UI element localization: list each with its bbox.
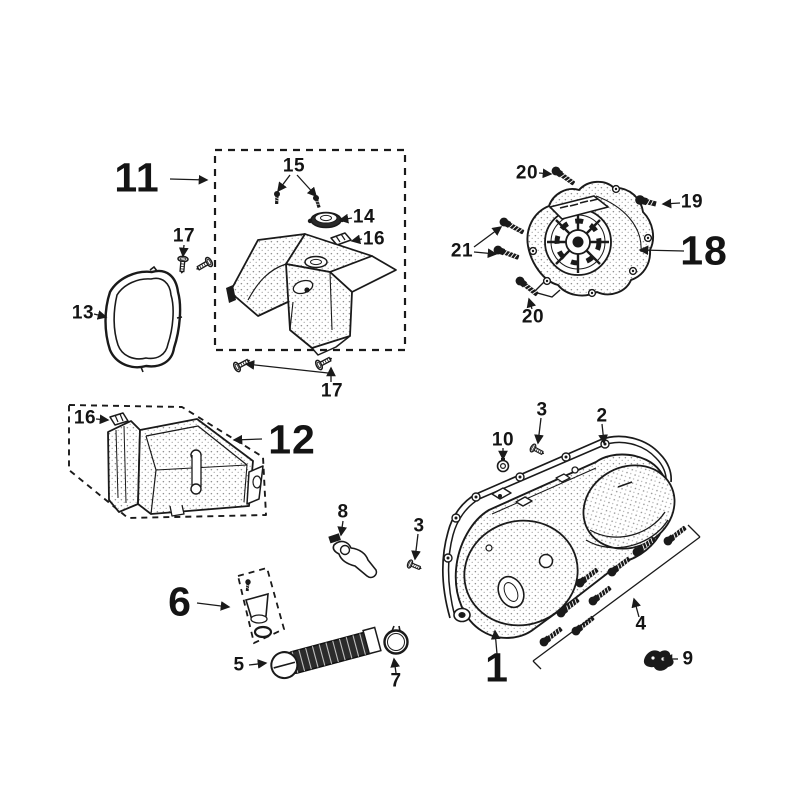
lever-8-drawing bbox=[328, 533, 378, 579]
callout-16-lower[interactable]: 16 bbox=[73, 407, 97, 429]
clip-9-drawing bbox=[643, 650, 674, 671]
callout-18[interactable]: 18 bbox=[680, 227, 728, 274]
gasket-2-drawing bbox=[442, 435, 672, 619]
duct-cover-12-drawing bbox=[68, 404, 267, 519]
callout-14[interactable]: 14 bbox=[352, 206, 376, 228]
fan-cover-18-drawing bbox=[491, 164, 657, 299]
callout-1[interactable]: 1 bbox=[485, 644, 509, 691]
gasket-13-drawing bbox=[104, 265, 183, 373]
callout-20-bottom[interactable]: 20 bbox=[521, 306, 545, 328]
breather-6-drawing bbox=[236, 566, 286, 645]
callout-10[interactable]: 10 bbox=[491, 429, 515, 451]
bolt-3-mid-drawing bbox=[405, 558, 424, 574]
callout-6[interactable]: 6 bbox=[168, 578, 192, 625]
callout-3-mid[interactable]: 3 bbox=[413, 515, 425, 537]
callout-3-top[interactable]: 3 bbox=[536, 399, 548, 421]
crankcase-cover-1-assembly-drawing bbox=[405, 435, 701, 671]
callout-5[interactable]: 5 bbox=[233, 654, 245, 676]
callout-11[interactable]: 11 bbox=[114, 154, 160, 201]
nut-10-drawing bbox=[496, 458, 510, 473]
callout-15[interactable]: 15 bbox=[282, 155, 306, 177]
dashed-box-12 bbox=[68, 404, 267, 519]
callout-13[interactable]: 13 bbox=[71, 302, 95, 324]
callout-7[interactable]: 7 bbox=[390, 670, 402, 692]
dashed-box-6 bbox=[236, 566, 286, 645]
callout-2[interactable]: 2 bbox=[596, 405, 608, 427]
callout-9[interactable]: 9 bbox=[682, 648, 694, 670]
callout-4[interactable]: 4 bbox=[635, 613, 647, 635]
callout-16-upper[interactable]: 16 bbox=[362, 228, 386, 250]
callout-12[interactable]: 12 bbox=[268, 416, 316, 463]
clip-16b-drawing bbox=[109, 412, 129, 426]
bolt-row-4-drawing bbox=[532, 523, 701, 670]
filler-cap-14-drawing bbox=[307, 211, 345, 229]
callout-8[interactable]: 8 bbox=[337, 501, 349, 523]
callout-19[interactable]: 19 bbox=[680, 191, 704, 213]
callout-17-lower[interactable]: 17 bbox=[320, 380, 344, 402]
dashed-box-11 bbox=[213, 148, 407, 352]
shroud-11-assembly-drawing bbox=[213, 148, 407, 356]
bolt-19-drawing bbox=[635, 195, 657, 207]
callout-20-top[interactable]: 20 bbox=[515, 162, 539, 184]
bolt-3-top-drawing bbox=[528, 442, 547, 459]
hose-5-drawing bbox=[270, 626, 382, 680]
clamp-7-drawing bbox=[383, 625, 409, 655]
callout-21[interactable]: 21 bbox=[450, 240, 474, 262]
callout-pointer-lines bbox=[93, 168, 685, 674]
callout-17-upper[interactable]: 17 bbox=[172, 225, 196, 247]
